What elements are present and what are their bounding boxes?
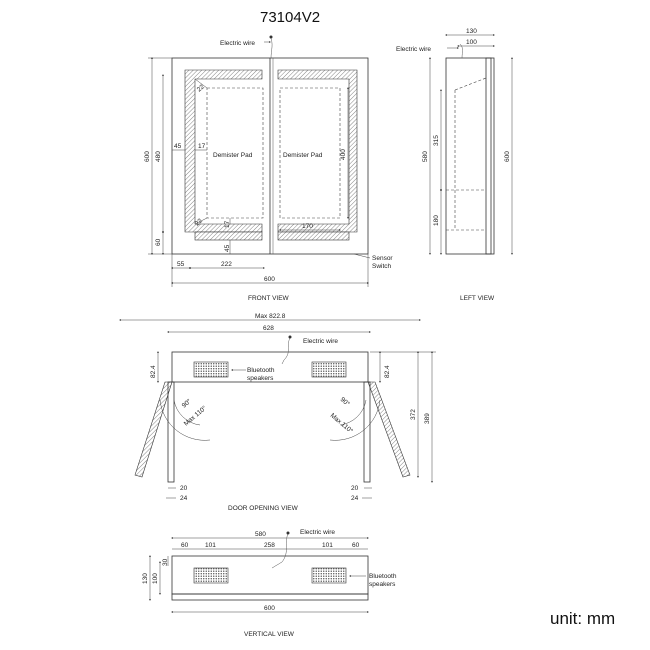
- dim-seg-258: 258: [264, 542, 275, 549]
- dim-right-20-label: 20: [351, 485, 359, 492]
- dim-bottom-22-label: 22: [194, 217, 204, 227]
- dim-seg-60-left: 60: [181, 542, 189, 549]
- vertical-electric-wire-label: Electric wire: [300, 529, 335, 536]
- dim-width-222-label: 222: [221, 261, 232, 268]
- dim-left-17-label: 17: [198, 143, 206, 150]
- door-speaker-label-1: Bluetooth: [247, 367, 275, 374]
- dim-height-480-label: 480: [155, 151, 162, 162]
- left-inner-slope: [454, 77, 487, 91]
- door-view-caption: DOOR OPENING VIEW: [228, 505, 299, 512]
- left-view: Electric wire 130 100 580 315 180 600 LE…: [396, 28, 513, 302]
- dim-bottom-45-label: 45: [224, 244, 231, 252]
- unit-label: unit: mm: [550, 609, 615, 628]
- door-right-arc-90: [339, 399, 367, 426]
- dim-max-822-label: Max 822.8: [255, 313, 286, 320]
- dim-left-24-label: 24: [180, 495, 188, 502]
- dim-vert-width-600-label: 600: [264, 605, 275, 612]
- dim-right-82-label: 82.4: [384, 365, 391, 378]
- door-right-angle-90: 90°: [339, 395, 352, 408]
- dim-top-22: [194, 78, 208, 89]
- dim-height-600-side-label: 600: [504, 151, 511, 162]
- dim-seg-101-left: 101: [205, 542, 216, 549]
- dim-bottom-60-label: 60: [155, 238, 162, 246]
- dim-width-55-label: 55: [177, 261, 185, 268]
- demister-pad-left-label: Demister Pad: [213, 152, 253, 159]
- drawing-title: 73104V2: [260, 9, 320, 26]
- vertical-speaker-label-1: Bluetooth: [369, 573, 397, 580]
- door-left-closed: [167, 381, 175, 483]
- door-speaker-label-2: speakers: [247, 375, 274, 382]
- door-cabinet-body: [171, 351, 369, 383]
- door-right-angle-max: Max 110°: [329, 411, 355, 435]
- dim-right-24-label: 24: [351, 495, 359, 502]
- door-left-angle-90: 90°: [180, 397, 193, 410]
- dim-vert-130-label: 130: [142, 573, 149, 584]
- front-view-caption: FRONT VIEW: [248, 295, 290, 302]
- dim-depth-100-label: 100: [466, 39, 477, 46]
- dim-seg-60-right: 60: [352, 542, 360, 549]
- door-right-closed: [363, 381, 371, 483]
- dim-left-45-label: 45: [174, 143, 182, 150]
- dim-height-180-label: 180: [433, 215, 440, 226]
- front-led-frame-left: [184, 69, 263, 233]
- dim-width-600-label: 600: [264, 276, 275, 283]
- front-bottom-strip-right: [277, 231, 350, 241]
- dim-pad-170-label: 170: [302, 223, 313, 230]
- dim-top-22-label: 22: [196, 83, 206, 93]
- left-cabinet-outline: [445, 57, 492, 255]
- dim-height-315-label: 315: [433, 135, 440, 146]
- vertical-door-strip: [171, 593, 369, 601]
- sensor-switch-label-1: Sensor: [372, 255, 393, 262]
- door-wire-end: [288, 335, 292, 339]
- sensor-switch-leader: [353, 253, 371, 259]
- door-left-open: [134, 381, 173, 478]
- dim-bottom-17-label: 17: [224, 220, 231, 228]
- sensor-switch-label-2: Switch: [372, 263, 392, 270]
- dim-width-628-label: 628: [263, 325, 274, 332]
- vertical-speaker-right: [311, 567, 347, 584]
- door-speaker-left: [193, 361, 229, 378]
- left-view-caption: LEFT VIEW: [460, 295, 495, 302]
- door-right-open: [367, 381, 411, 478]
- demister-pad-left: [206, 87, 264, 219]
- front-wire-end: [269, 35, 273, 39]
- vertical-speaker-left: [193, 567, 229, 584]
- dim-bottom-22: [194, 217, 208, 225]
- vertical-speaker-label-2: speakers: [369, 581, 396, 588]
- dim-vert-30-label: 30: [162, 558, 169, 566]
- demister-pad-right-label: Demister Pad: [283, 152, 323, 159]
- demister-pad-right: [279, 87, 341, 219]
- front-view: Demister Pad Demister Pad Electric wire …: [144, 35, 393, 302]
- vertical-electric-wire: [271, 533, 289, 569]
- left-electric-wire-label: Electric wire: [396, 46, 431, 53]
- dim-depth-130-label: 130: [466, 28, 477, 35]
- dim-height-600-label: 600: [144, 151, 151, 162]
- dim-depth-389-label: 389: [424, 413, 431, 424]
- front-bottom-strip-left: [194, 231, 263, 241]
- dim-left-82-label: 82.4: [150, 365, 157, 378]
- vertical-wire-end: [286, 531, 290, 535]
- door-left-arc-110: [159, 399, 211, 441]
- door-electric-wire-label: Electric wire: [303, 338, 338, 345]
- dim-vert-100-label: 100: [152, 573, 159, 584]
- front-electric-wire-label: Electric wire: [220, 40, 255, 47]
- dim-height-580-label: 580: [422, 151, 429, 162]
- door-speaker-right: [311, 361, 347, 378]
- door-opening-view: Max 822.8 628 Electric wire Bluetooth sp…: [119, 313, 436, 512]
- front-electric-wire: [269, 35, 273, 59]
- door-right-arc-110: [329, 399, 381, 441]
- dim-left-20-label: 20: [180, 485, 188, 492]
- left-door-edge: [485, 57, 495, 255]
- front-led-frame-right: [277, 69, 358, 233]
- dim-width-580-label: 580: [255, 531, 266, 538]
- dim-depth-372-label: 372: [410, 409, 417, 420]
- door-left-arc-90: [173, 399, 201, 426]
- vertical-view-caption: VERTICAL VIEW: [244, 631, 295, 638]
- door-electric-wire: [281, 337, 291, 365]
- vertical-view: 580 60 101 258 101 60 Electric wire Blue…: [142, 529, 397, 638]
- dim-seg-101-right: 101: [322, 542, 333, 549]
- dim-pad-400-label: 400: [340, 149, 347, 160]
